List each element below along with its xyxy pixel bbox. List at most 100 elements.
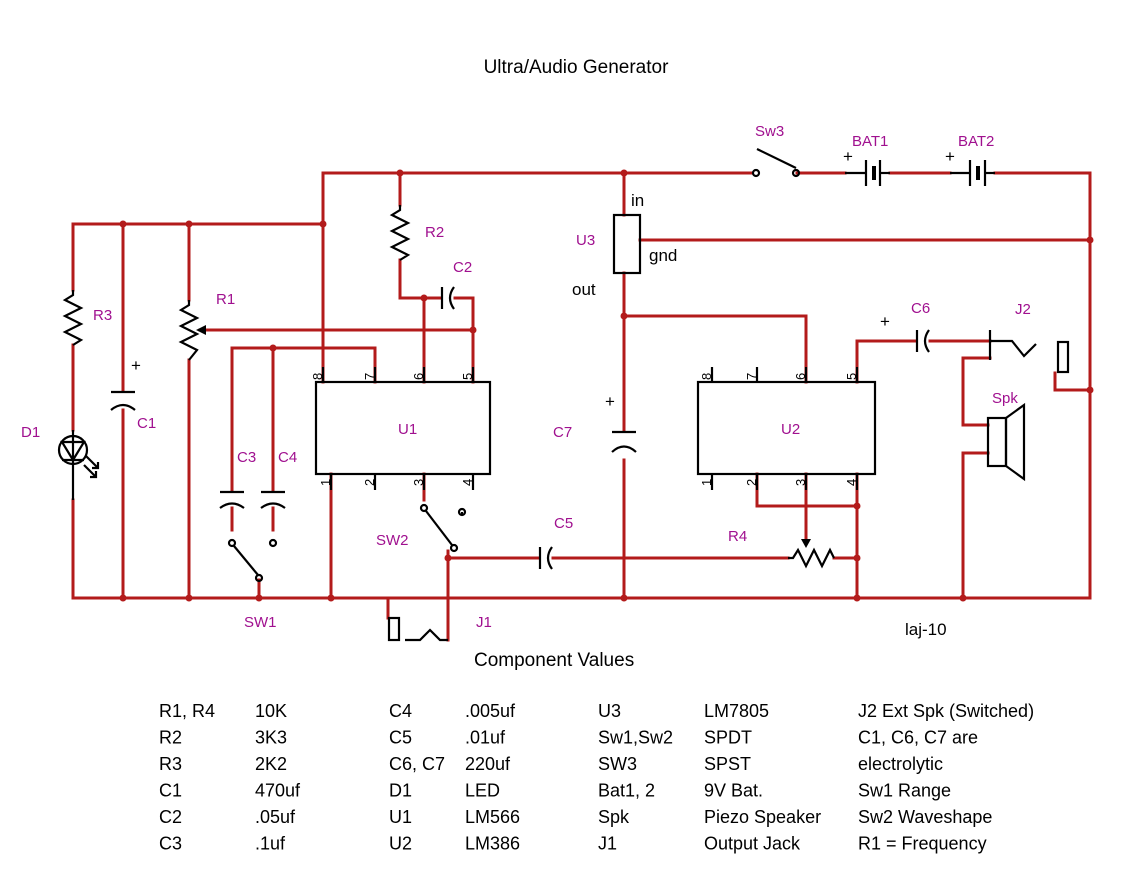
values-cell: 2K2 [255,754,287,774]
values-cell: C3 [159,834,182,854]
label-r3: R3 [93,307,112,324]
values-cell: Sw2 Waveshape [858,807,992,827]
pin-numbers: 8 7 6 5 1 2 3 4 8 7 6 5 1 2 3 4 [310,373,859,486]
values-cell: J2 Ext Spk (Switched) [858,701,1034,721]
u2-chip [696,367,877,490]
label-u3: U3 [576,232,595,249]
bat2-battery [950,160,995,186]
values-cell: 3K3 [255,728,287,748]
sw2-switch [419,503,467,560]
values-cell: 10K [255,701,287,721]
values-cell: U2 [389,834,412,854]
values-cell: C5 [389,728,412,748]
diagram-title: Ultra/Audio Generator [484,57,669,78]
u1-pin2: 2 [362,479,377,486]
label-c3: C3 [237,449,256,466]
r4-potentiometer [788,539,835,569]
values-cell: .1uf [255,834,286,854]
label-u1: U1 [398,421,417,438]
values-cell: Spk [598,807,630,827]
c1-capacitor [110,390,136,411]
c7-capacitor [611,430,637,453]
values-cell: electrolytic [858,754,943,774]
r1-potentiometer [178,300,206,361]
values-cell: C6, C7 [389,754,445,774]
label-d1: D1 [21,424,40,441]
u2-pin6: 6 [793,373,808,380]
u3-regulator [612,213,642,275]
label-r1: R1 [216,291,235,308]
values-cell: LM566 [465,807,520,827]
label-u2: U2 [781,421,800,438]
values-cell: R1 = Frequency [858,834,987,854]
label-c1: C1 [137,415,156,432]
u1-pin1: 1 [318,479,333,486]
values-cell: C1, C6, C7 are [858,728,978,748]
values-cell: Sw1,Sw2 [598,728,673,748]
values-cell: 470uf [255,781,301,801]
values-heading: Component Values [474,650,634,671]
label-r4: R4 [728,528,747,545]
bat1-battery [845,160,890,186]
values-cell: .005uf [465,701,516,721]
values-cell: 220uf [465,754,511,774]
component-labels: R3 R1 R2 R4 C1 C2 C3 C4 C5 C6 C7 D1 U1 U… [21,123,1031,631]
junctions [119,169,1094,602]
label-c5: C5 [554,515,573,532]
u1-pin4: 4 [460,479,475,486]
values-cell: D1 [389,781,412,801]
u2-pin3: 3 [793,479,808,486]
c3-capacitor [219,490,245,509]
label-u3-in: in [631,191,644,210]
values-cell: LED [465,781,500,801]
plus-c1: + [131,356,141,375]
plus-bat1: + [843,147,853,166]
label-u3-gnd: gnd [649,246,677,265]
label-c4: C4 [278,449,297,466]
values-cell: C2 [159,807,182,827]
values-cell: SPDT [704,728,752,748]
values-cell: LM386 [465,834,520,854]
u2-pin5: 5 [844,373,859,380]
label-sw3: Sw3 [755,123,784,140]
r2-resistor [389,205,411,261]
u1-pin6: 6 [411,373,426,380]
values-cell: Piezo Speaker [704,807,821,827]
u2-pin7: 7 [744,373,759,380]
j2-jack-icon [988,330,1070,374]
sw3-switch [751,148,801,178]
u1-pin8: 8 [310,373,325,380]
values-cell: SPST [704,754,751,774]
c6-capacitor [915,329,930,353]
values-cell: R1, R4 [159,701,215,721]
values-cell: Bat1, 2 [598,781,655,801]
plus-c7: + [605,392,615,411]
c5-capacitor [538,546,553,570]
values-cell: LM7805 [704,701,769,721]
values-cell: Output Jack [704,834,801,854]
plus-bat2: + [945,147,955,166]
values-cell: .05uf [255,807,296,827]
c2-capacitor [440,286,455,310]
j1-jack-icon [387,616,448,642]
label-u3-out: out [572,280,596,299]
values-cell: Sw1 Range [858,781,951,801]
values-cell: U1 [389,807,412,827]
label-r2: R2 [425,224,444,241]
label-j2: J2 [1015,301,1031,318]
speaker-icon [986,402,1026,482]
label-c7: C7 [553,424,572,441]
values-cell: .01uf [465,728,506,748]
d1-led-icon [57,430,100,500]
u2-pin4: 4 [844,479,859,486]
values-cell: SW3 [598,754,637,774]
plus-c6: + [880,312,890,331]
u2-pin1: 1 [699,479,714,486]
label-bat2: BAT2 [958,133,994,150]
label-sw2: SW2 [376,532,409,549]
u1-pin5: 5 [460,373,475,380]
label-sw1: SW1 [244,614,277,631]
values-cell: 9V Bat. [704,781,763,801]
wires [71,171,1092,642]
values-cell: U3 [598,701,621,721]
